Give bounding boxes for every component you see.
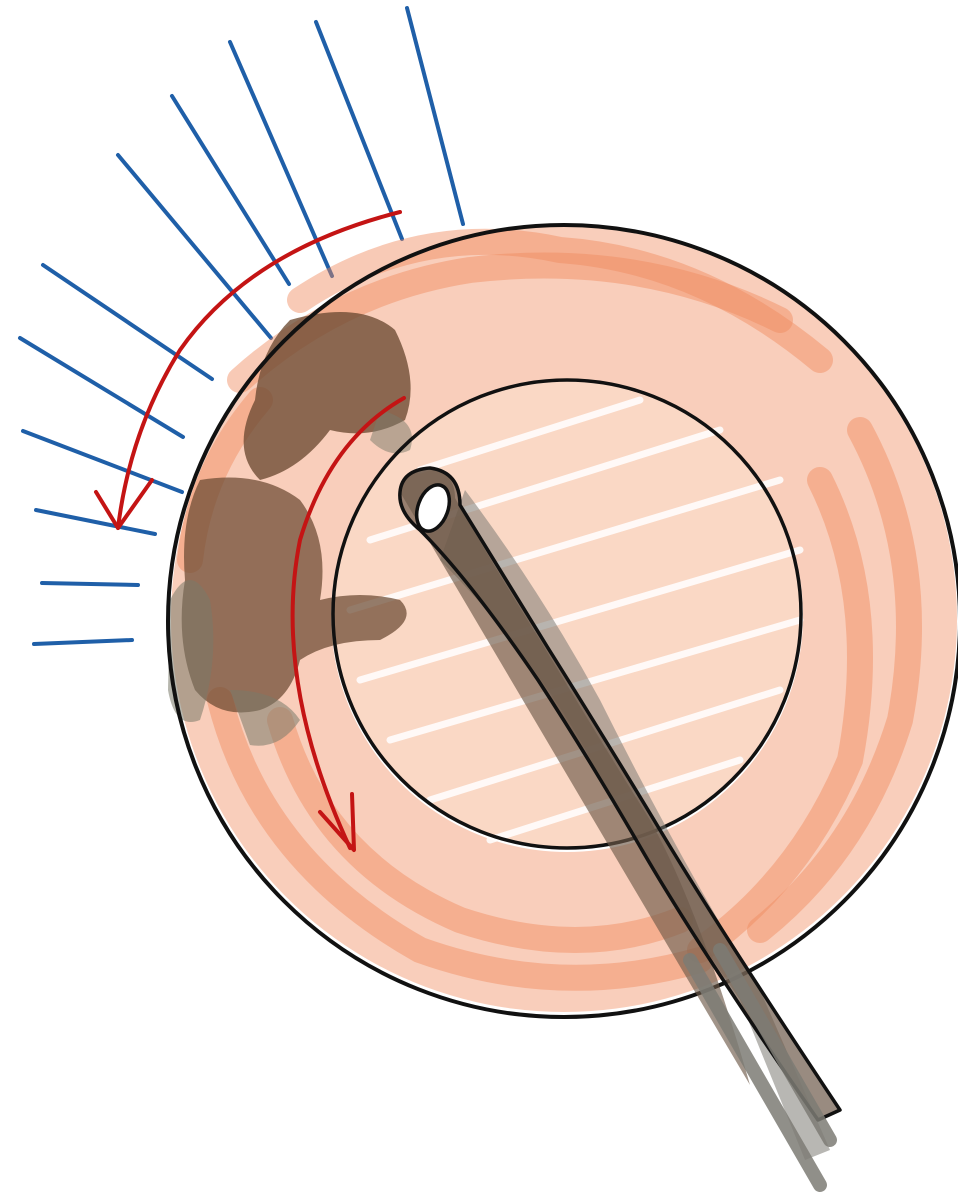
light-ray — [42, 583, 138, 585]
